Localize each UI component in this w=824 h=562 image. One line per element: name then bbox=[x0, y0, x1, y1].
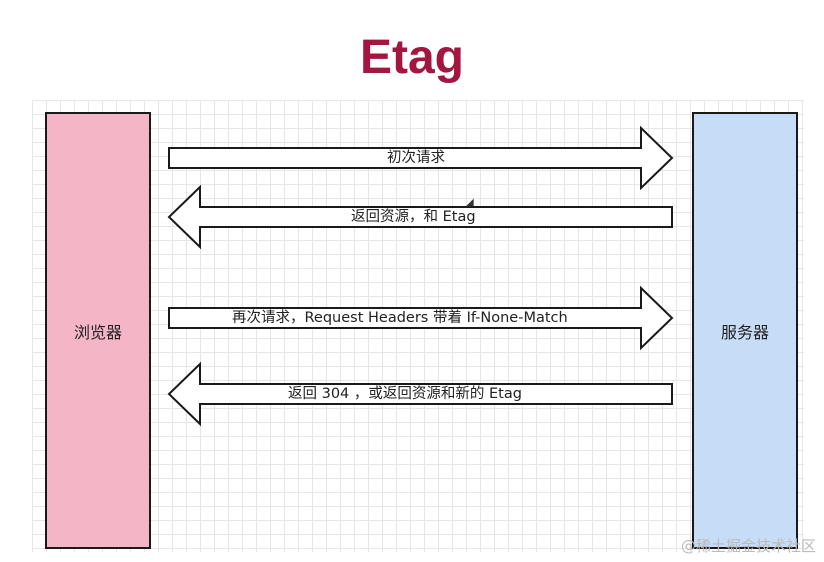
watermark: @稀土掘金技术社区 bbox=[680, 537, 816, 555]
server-box: 服务器 bbox=[692, 112, 798, 549]
diagram-title: Etag bbox=[359, 31, 464, 84]
arrow-initial-request bbox=[168, 125, 674, 191]
arrow-label-second-request: 再次请求，Request Headers 带着 If-None-Match bbox=[232, 310, 568, 326]
browser-box: 浏览器 bbox=[45, 112, 151, 549]
server-label: 服务器 bbox=[720, 322, 769, 342]
arrow-second-request bbox=[168, 285, 674, 351]
arrow-return-resource bbox=[167, 184, 673, 250]
arrow-label-initial-request: 初次请求 bbox=[387, 150, 445, 166]
browser-label: 浏览器 bbox=[73, 322, 122, 342]
arrow-return-304 bbox=[167, 361, 673, 427]
arrow-label-return-resource: 返回资源，和 Etag bbox=[351, 209, 476, 225]
mouse-cursor-icon: ◢ bbox=[466, 197, 474, 208]
arrow-label-return-304: 返回 304 ，或返回资源和新的 Etag bbox=[288, 386, 522, 402]
